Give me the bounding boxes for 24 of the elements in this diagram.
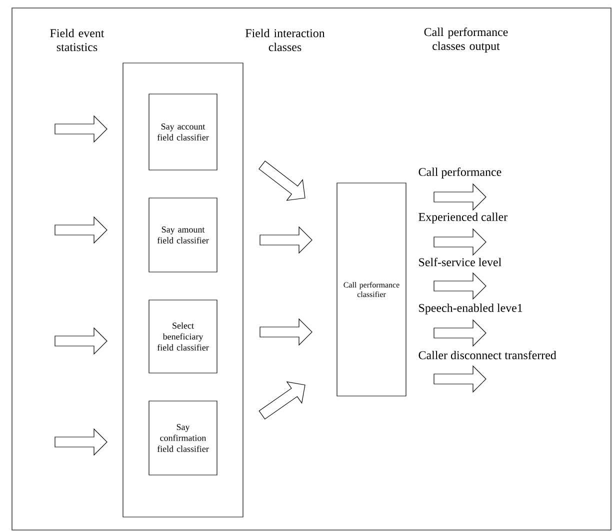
edge-label: Call performance: [417, 166, 503, 180]
block-arrow: [434, 228, 486, 256]
block-arrow: [434, 183, 486, 211]
edge-label: Speech-enabled leve1: [417, 302, 524, 316]
block-arrow: [54, 115, 108, 143]
block-arrow: [260, 318, 312, 346]
classifier-box: Say confirmation field classifier: [148, 400, 218, 476]
block-arrow: [258, 160, 306, 201]
edge-label: Caller disconnect transferred: [417, 350, 558, 360]
classifier-box: Select beneficiary field classifier: [148, 300, 218, 374]
block-arrow: [54, 216, 108, 244]
block-arrow: [434, 365, 486, 393]
block-arrow: [434, 272, 486, 300]
block-arrow: [434, 319, 486, 347]
column-heading: Call performance classes output: [424, 28, 508, 52]
column-heading: Field interaction classes: [246, 28, 325, 52]
classifier-box: Say account field classifier: [148, 94, 218, 170]
column-heading: Field event statistics: [50, 28, 104, 52]
edge-label: Experienced caller: [417, 212, 509, 224]
classifier-box: Say amount field classifier: [148, 198, 218, 272]
block-arrow: [54, 327, 108, 355]
edge-label: Self-service level: [417, 256, 503, 268]
block-arrow: [54, 428, 108, 456]
block-arrow: [260, 226, 312, 254]
